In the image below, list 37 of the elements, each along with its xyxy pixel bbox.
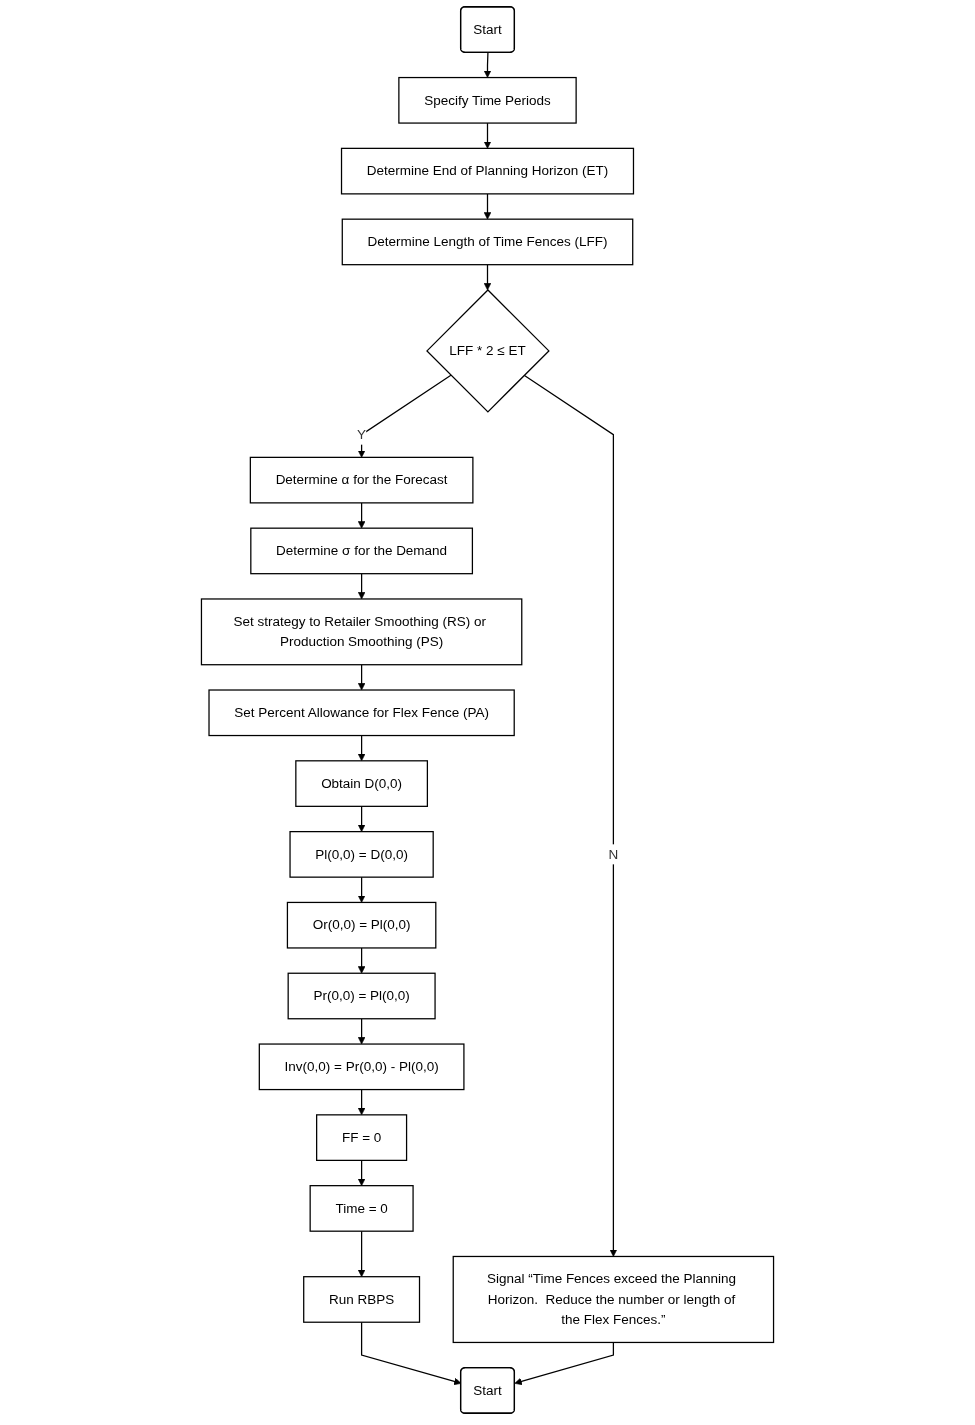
node-box: Pl(0,0) = D(0,0) bbox=[289, 831, 434, 878]
arrow bbox=[357, 1018, 366, 1045]
arrow bbox=[357, 664, 366, 691]
node-box: Determine End of Planning Horizon (ET) bbox=[340, 147, 635, 195]
arrow bbox=[483, 122, 492, 149]
node-box: Set Percent Allowance for Flex Fence (PA) bbox=[208, 689, 515, 737]
arrow bbox=[357, 573, 366, 600]
node-box: Set strategy to Retailer Smoothing (RS) or Production Smoothing (PS) bbox=[200, 598, 523, 666]
node-box: FF = 0 bbox=[316, 1114, 408, 1161]
node-box: Obtain D(0,0) bbox=[295, 760, 428, 807]
edge-label: Y bbox=[357, 427, 367, 442]
arrow bbox=[357, 1088, 366, 1116]
arrow bbox=[357, 502, 366, 529]
edge-label: N bbox=[608, 846, 619, 862]
arrow bbox=[357, 734, 366, 762]
node-box: Signal “Time Fences exceed the Planning Horizon. Reduce the number or length of the Flex Fences.” bbox=[452, 1255, 775, 1344]
node-box: Determine Length of Time Fences (LFF) bbox=[341, 218, 634, 266]
arrow bbox=[523, 374, 618, 1257]
node-box: Specify Time Periods bbox=[398, 76, 577, 124]
arrow bbox=[357, 947, 366, 974]
node-diamond: LFF * 2 ≤ ET bbox=[426, 289, 550, 413]
arrow bbox=[483, 193, 492, 220]
node-box: Inv(0,0) = Pr(0,0) - Pl(0,0) bbox=[258, 1043, 465, 1091]
node-box: Determine σ for the Demand bbox=[250, 527, 474, 575]
arrow bbox=[357, 876, 366, 903]
node-box: Time = 0 bbox=[309, 1185, 414, 1232]
arrow bbox=[357, 805, 366, 832]
node-box: Or(0,0) = Pl(0,0) bbox=[286, 901, 437, 949]
node-box: Run RBPS bbox=[303, 1276, 421, 1323]
node-box: Pr(0,0) = Pl(0,0) bbox=[287, 972, 436, 1020]
arrow bbox=[514, 1341, 614, 1386]
node-box: Determine α for the Forecast bbox=[249, 456, 474, 504]
arrow bbox=[357, 374, 452, 458]
arrow bbox=[483, 264, 492, 291]
arrow bbox=[357, 1159, 366, 1186]
arrow bbox=[357, 1230, 366, 1278]
arrow bbox=[483, 52, 492, 78]
